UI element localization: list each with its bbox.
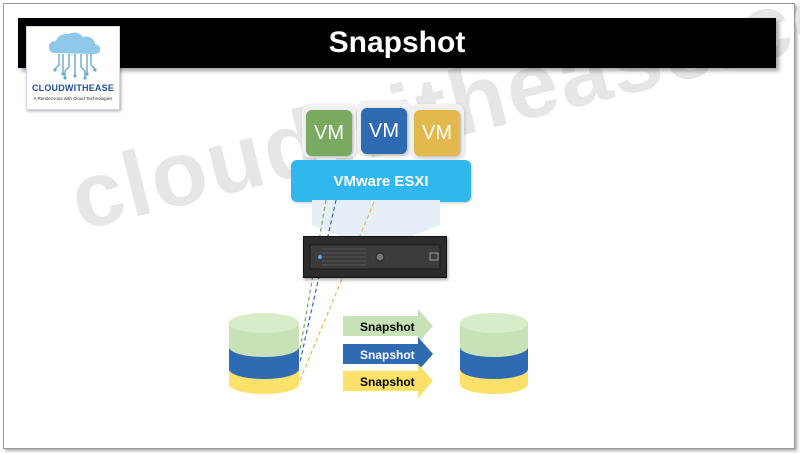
page-title: Snapshot <box>18 18 776 68</box>
target-datastore-icon <box>460 313 528 394</box>
logo-tagline: A Rendezvous with Cloud Technologies <box>33 96 113 101</box>
cloud-circuit-icon <box>49 32 101 80</box>
snapshot-label-green: Snapshot <box>360 320 415 334</box>
source-datastore-icon <box>229 313 299 394</box>
snapshot-label-yellow: Snapshot <box>360 375 415 389</box>
logo-name: CLOUDWITHEASE <box>31 83 115 93</box>
hypervisor-box: VMware ESXI <box>291 160 471 202</box>
snapshot-arrow-yellow <box>343 364 433 398</box>
vm-icon-blue: VM <box>361 108 407 154</box>
vm-icon-yellow: VM <box>414 110 460 156</box>
vm-icon-green: VM <box>306 110 352 156</box>
snapshot-label-blue: Snapshot <box>360 348 415 362</box>
snapshot-arrow-green <box>343 309 433 343</box>
physical-server-icon <box>303 236 447 278</box>
snapshot-arrow-blue <box>343 337 433 371</box>
brand-logo: CLOUDWITHEASE A Rendezvous with Cloud Te… <box>26 26 120 110</box>
green-link <box>299 199 327 351</box>
